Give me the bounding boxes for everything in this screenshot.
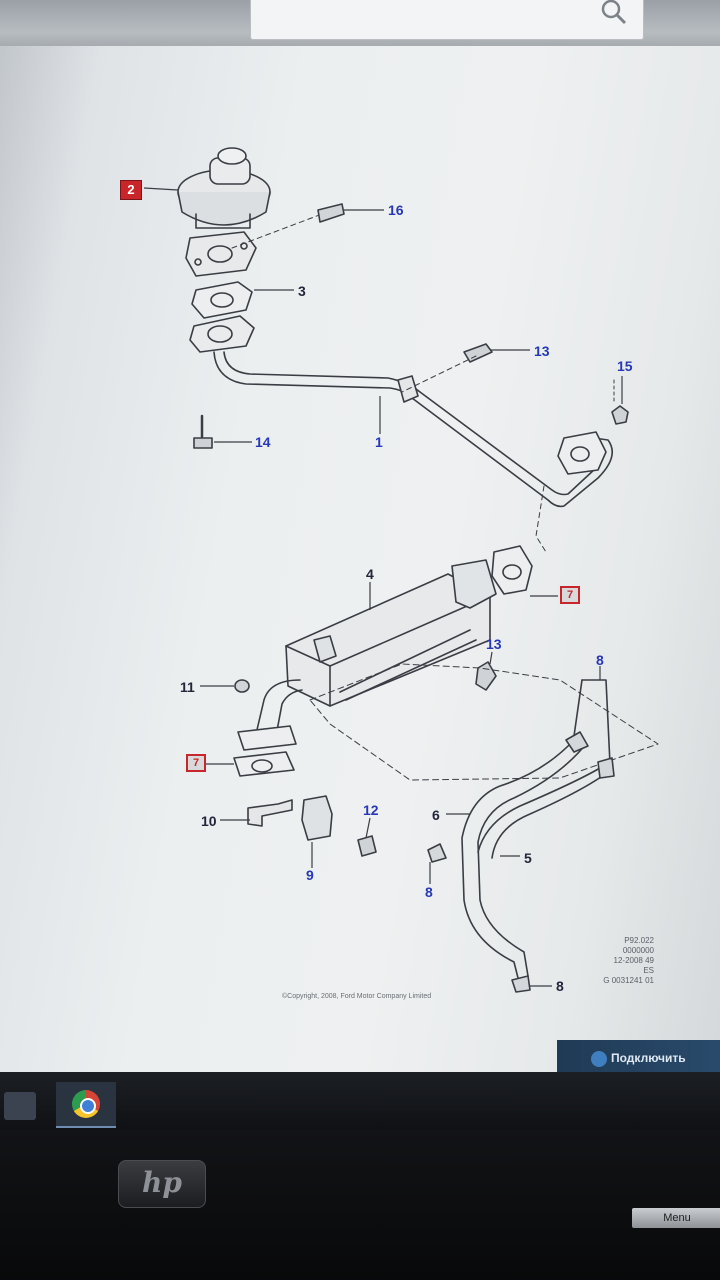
reference-box-7-right[interactable]: 7 [560,586,580,604]
gasket-part-3 [191,281,253,319]
drawing-ref-line-2: 0000000 [622,946,654,955]
callout-9: 9 [306,867,314,883]
search-icon[interactable] [599,0,629,27]
callout-3: 3 [298,283,306,299]
connect-icon [591,1050,607,1067]
search-box[interactable] [250,0,644,40]
callout-5: 5 [524,850,532,866]
callout-11: 11 [180,679,195,695]
taskbar-chrome-button[interactable] [56,1082,116,1128]
callout-4: 4 [366,566,374,582]
callout-15: 15 [617,358,633,374]
monitor-bezel [0,1130,720,1280]
drawing-ref-line-5: G 0031241 01 [603,976,654,985]
taskbar [0,1072,720,1130]
callout-8-left: 8 [425,884,433,900]
callout-13-lower: 13 [486,636,502,652]
callout-8-bottom: 8 [556,978,564,994]
egr-cooler-part-4 [285,559,497,707]
drawing-reference: P92.022 0000000 12-2008 49 ES G 0031241 … [580,936,654,986]
egr-valve-part [177,147,271,277]
callout-6: 6 [432,807,440,823]
drawing-ref-line-4: ES [643,966,654,975]
browser-top-bar [0,0,720,46]
file-manager-icon[interactable] [4,1092,36,1120]
callout-16: 16 [388,202,404,218]
reference-box-7-left[interactable]: 7 [186,754,206,772]
callout-1: 1 [375,434,383,450]
connect-notification-button[interactable]: Подключить [557,1040,720,1076]
monitor-screen: 16 3 13 15 14 1 4 13 11 8 10 12 6 5 9 8 … [0,0,720,1080]
reference-box-2[interactable]: 2 [120,180,142,200]
callout-14: 14 [255,434,271,450]
egr-pipe-part-1 [213,351,614,508]
hp-logo: hp [118,1160,206,1208]
exploded-parts-diagram [143,147,659,993]
callout-13-upper: 13 [534,343,550,359]
drawing-ref-line-3: 12-2008 49 [613,956,654,965]
copyright-notice: ©Copyright, 2008, Ford Motor Company Lim… [282,993,432,1000]
connect-label: Подключить [611,1051,686,1065]
callout-8-top: 8 [596,652,604,668]
drawing-ref-line-1: P92.022 [624,936,654,945]
menu-key-label[interactable]: Menu [632,1208,720,1228]
coolant-hoses-part-5-6 [461,679,611,979]
chrome-icon [72,1090,100,1118]
callout-12: 12 [363,802,379,818]
callout-10: 10 [201,813,217,829]
